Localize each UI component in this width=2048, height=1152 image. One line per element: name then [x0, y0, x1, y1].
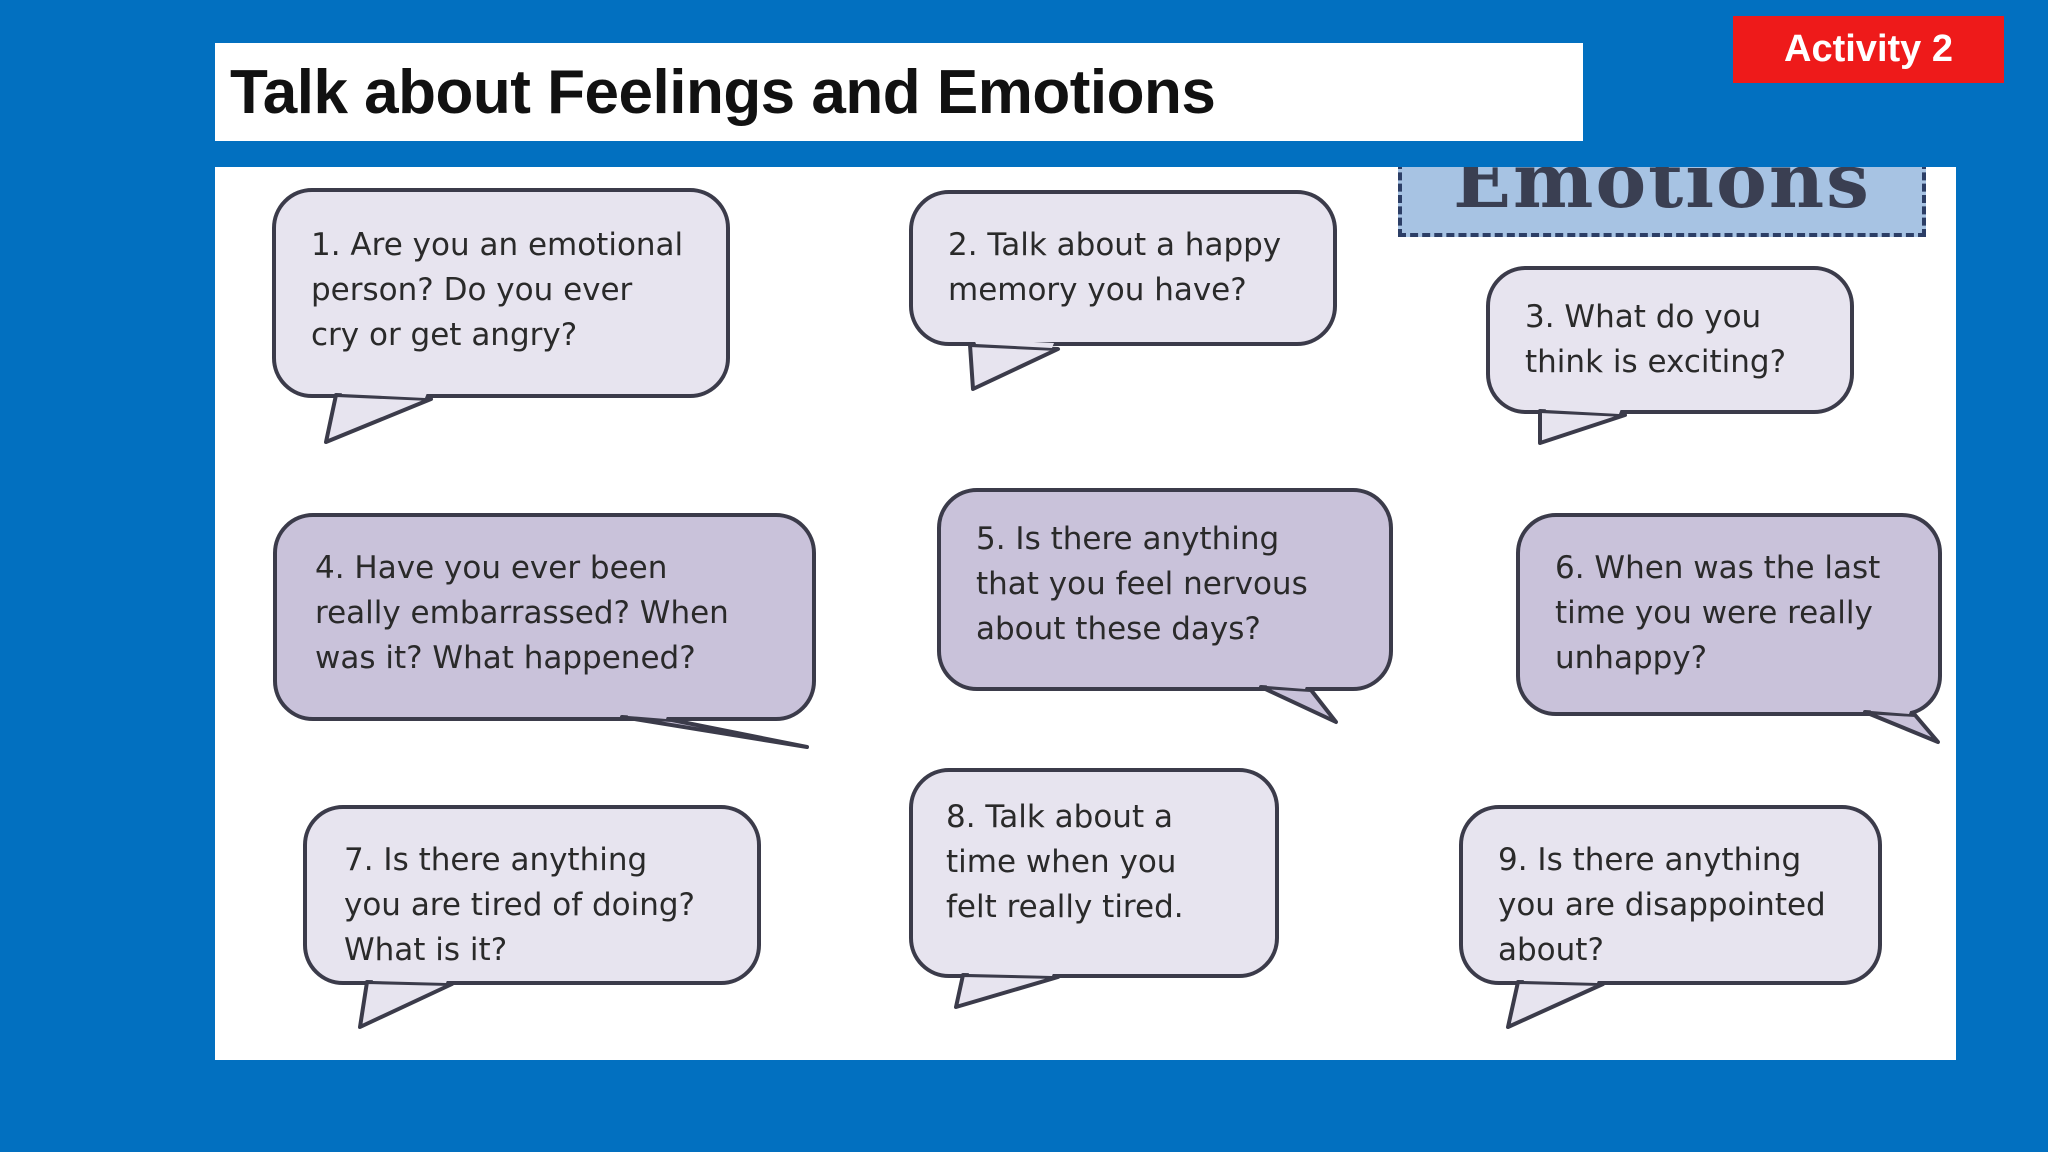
speech-bubble-shape — [909, 190, 1337, 391]
bubble-tail-joint — [340, 389, 427, 398]
bubble-tail-joint — [1522, 976, 1599, 983]
activity-badge: Activity 2 — [1733, 16, 2004, 83]
question-line: person? Do you ever — [311, 272, 633, 308]
question-line: think is exciting? — [1525, 344, 1787, 380]
question-line: 9. Is there anything — [1498, 842, 1802, 878]
bubble-question: 1. Are you an emotional person? Do you ev… — [311, 223, 683, 358]
bubble-tail-joint — [371, 976, 448, 983]
bubble-tail — [954, 973, 1060, 1009]
bubble-tail — [968, 343, 1060, 391]
bubble-body — [303, 805, 761, 985]
bubble-question: 7. Is there anything you are tired of doi… — [344, 838, 695, 973]
question-line: 2. Talk about a happy — [948, 227, 1282, 263]
question-line: that you feel nervous — [976, 566, 1308, 602]
speech-bubble-shape — [273, 513, 816, 749]
question-line: 7. Is there anything — [344, 842, 648, 878]
bubble-body — [1516, 513, 1942, 716]
question-line: 3. What do you — [1525, 299, 1762, 335]
worksheet-panel: Emotions 1. Are you an emotional person? … — [215, 167, 1956, 1060]
question-line: unhappy? — [1555, 640, 1708, 676]
speech-bubble-1: 1. Are you an emotional person? Do you ev… — [271, 187, 731, 444]
bubble-tail-joint — [967, 969, 1054, 976]
question-line: you are disappointed — [1498, 887, 1826, 923]
bubble-body — [1459, 805, 1882, 985]
bubble-tail-joint — [1869, 706, 1911, 714]
question-line: about? — [1498, 932, 1604, 968]
bubble-tail — [1538, 409, 1627, 445]
speech-bubble-5: 5. Is there anything that you feel nervou… — [936, 487, 1394, 724]
bubble-body — [909, 190, 1337, 346]
speech-bubble-shape — [1516, 513, 1942, 744]
question-line: time you were really — [1555, 595, 1873, 631]
bubble-tail — [1863, 710, 1940, 744]
bubble-body — [273, 513, 816, 721]
bubble-tail — [358, 980, 454, 1029]
question-line: you are tired of doing? — [344, 887, 696, 923]
bubble-tail-joint — [974, 339, 1054, 348]
speech-bubble-shape — [909, 768, 1279, 1009]
bubble-tail-joint — [626, 711, 668, 719]
bubble-tail — [1506, 980, 1605, 1029]
question-line: time when you — [946, 844, 1177, 880]
bubble-tail-joint — [1265, 681, 1307, 689]
emotions-banner: Emotions — [1398, 167, 1926, 237]
speech-bubble-shape — [303, 805, 761, 1029]
question-line: about these days? — [976, 611, 1261, 647]
speech-bubble-shape — [1486, 266, 1854, 445]
question-line: 6. When was the last — [1555, 550, 1881, 586]
bubble-question: 4. Have you ever been really embarrassed?… — [315, 546, 729, 681]
speech-bubble-8: 8. Talk about a time when you felt really … — [908, 767, 1280, 1009]
bubble-body — [1486, 266, 1854, 414]
page-title: Talk about Feelings and Emotions — [230, 57, 1216, 127]
bubble-body — [272, 188, 730, 398]
speech-bubble-2: 2. Talk about a happy memory you have? — [908, 189, 1338, 391]
speech-bubble-shape — [1459, 805, 1882, 1029]
bubble-question: 3. What do you think is exciting? — [1525, 295, 1786, 385]
question-line: 8. Talk about a — [946, 799, 1173, 835]
bubble-tail — [324, 393, 433, 444]
bubble-body — [937, 488, 1393, 691]
question-line: 5. Is there anything — [976, 521, 1280, 557]
question-line: really embarrassed? When — [315, 595, 729, 631]
bubble-tail — [620, 715, 809, 749]
bubble-tail — [1259, 685, 1338, 724]
bubble-tail-joint — [1544, 405, 1621, 414]
speech-bubble-4: 4. Have you ever been really embarrassed?… — [272, 512, 817, 749]
bubble-body — [909, 768, 1279, 978]
title-box: Talk about Feelings and Emotions — [215, 43, 1583, 141]
speech-bubble-6: 6. When was the last time you were really… — [1515, 512, 1943, 744]
speech-bubble-7: 7. Is there anything you are tired of doi… — [302, 804, 762, 1029]
bubble-question: 6. When was the last time you were really… — [1555, 546, 1880, 681]
question-line: memory you have? — [948, 272, 1247, 308]
bubble-question: 8. Talk about a time when you felt really … — [946, 795, 1184, 930]
bubble-question: 5. Is there anything that you feel nervou… — [976, 517, 1308, 652]
question-line: What is it? — [344, 932, 508, 968]
bubble-question: 9. Is there anything you are disappointed… — [1498, 838, 1826, 973]
speech-bubble-9: 9. Is there anything you are disappointed… — [1458, 804, 1883, 1029]
speech-bubble-shape — [272, 188, 730, 444]
question-line: felt really tired. — [946, 889, 1184, 925]
emotions-banner-text: Emotions — [1453, 167, 1871, 225]
question-line: cry or get angry? — [311, 317, 578, 353]
bubble-question: 2. Talk about a happy memory you have? — [948, 223, 1281, 313]
speech-bubble-3: 3. What do you think is exciting? — [1485, 265, 1855, 445]
question-line: 4. Have you ever been — [315, 550, 668, 586]
speech-bubble-shape — [937, 488, 1393, 724]
question-line: was it? What happened? — [315, 640, 696, 676]
question-line: 1. Are you an emotional — [311, 227, 684, 263]
